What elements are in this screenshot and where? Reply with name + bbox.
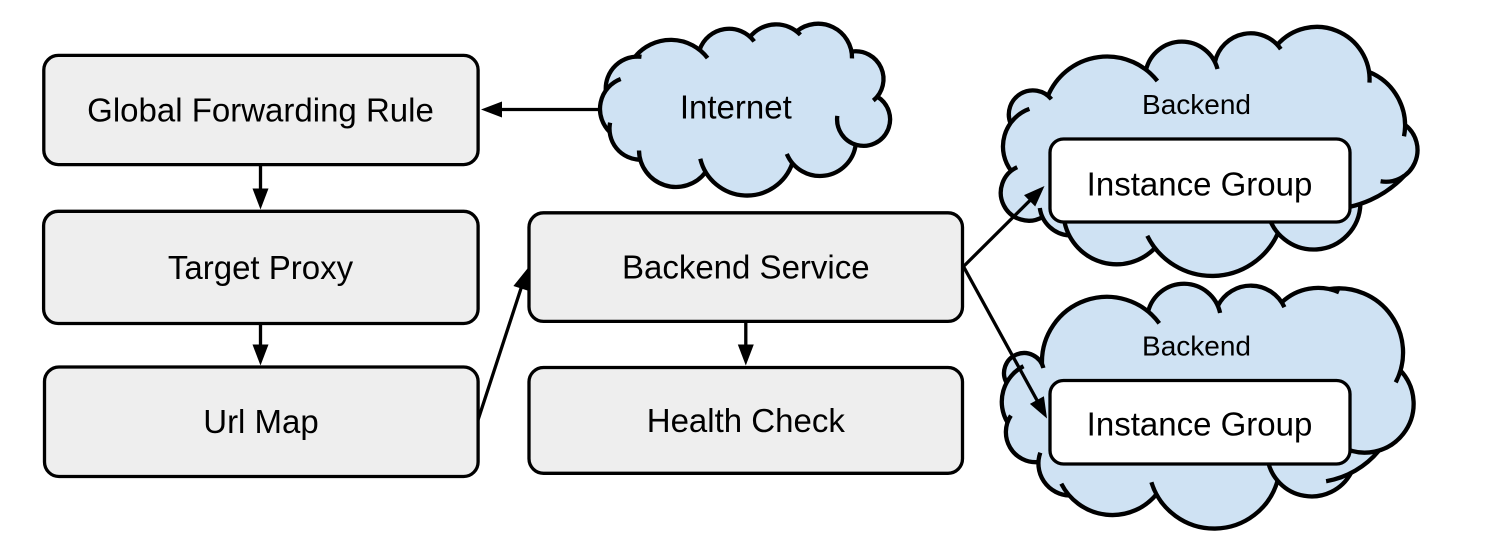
svg-text:Url Map: Url Map bbox=[203, 403, 319, 440]
svg-text:Backend Service: Backend Service bbox=[622, 249, 870, 286]
svg-text:Health Check: Health Check bbox=[647, 402, 846, 439]
svg-text:Global Forwarding Rule: Global Forwarding Rule bbox=[87, 91, 434, 128]
svg-text:Target Proxy: Target Proxy bbox=[168, 249, 354, 286]
svg-text:Instance Group: Instance Group bbox=[1087, 166, 1313, 203]
svg-text:Backend: Backend bbox=[1142, 331, 1251, 362]
svg-text:Instance Group: Instance Group bbox=[1087, 406, 1313, 443]
svg-text:Backend: Backend bbox=[1142, 89, 1251, 120]
svg-text:Internet: Internet bbox=[680, 89, 792, 126]
